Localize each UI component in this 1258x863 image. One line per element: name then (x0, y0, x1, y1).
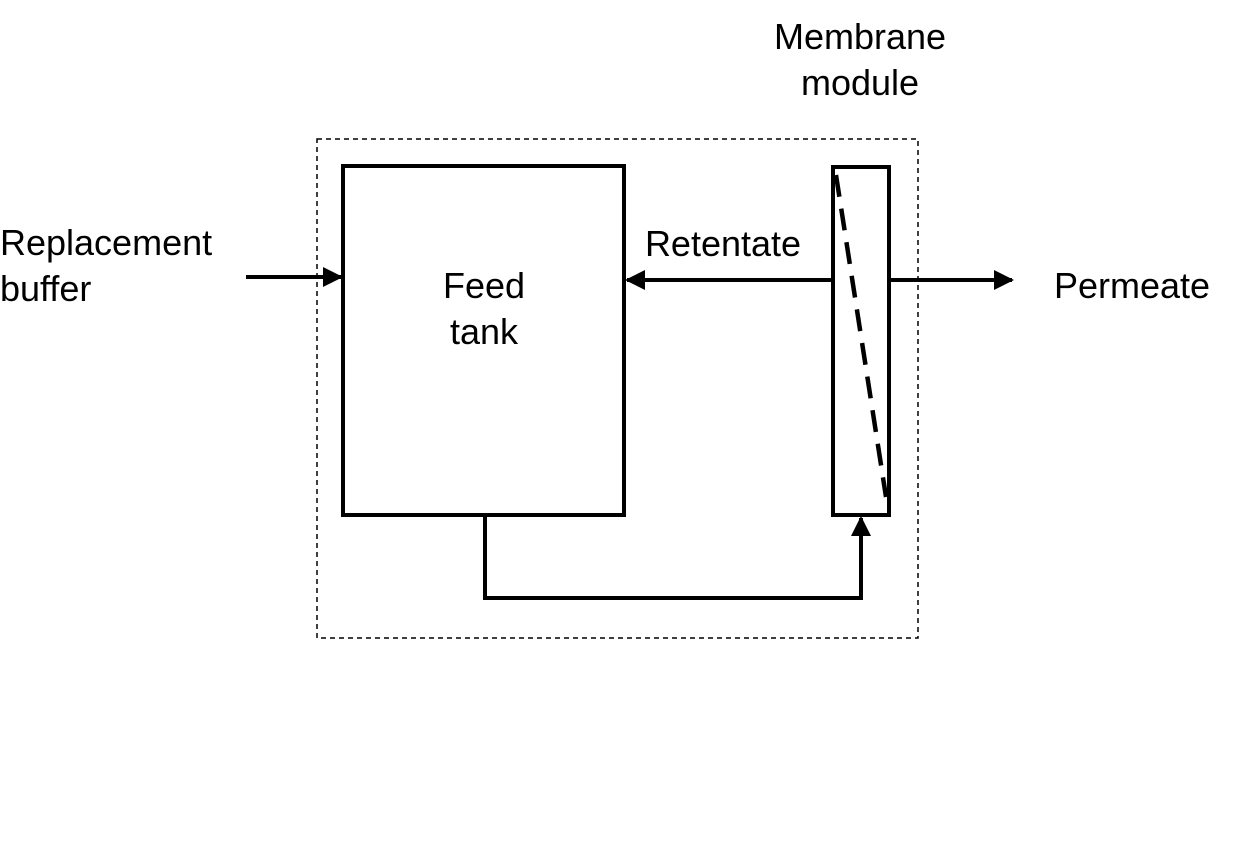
membrane-module-box (831, 165, 891, 517)
replacement-buffer-label-line2: buffer (0, 268, 91, 309)
feed-tank-label-line1: Feed (443, 265, 525, 306)
membrane-module-label-line2: module (801, 62, 919, 103)
replacement-buffer-label-line1: Replacement (0, 222, 212, 263)
permeate-label: Permeate (1054, 265, 1210, 306)
membrane-line (833, 174, 889, 498)
feed-line-arrow (483, 515, 871, 600)
feed-tank-label-line2: tank (450, 311, 519, 352)
membrane-module-label-line1: Membrane (774, 16, 946, 57)
retentate-label: Retentate (645, 223, 801, 264)
system-boundary (316, 138, 919, 639)
